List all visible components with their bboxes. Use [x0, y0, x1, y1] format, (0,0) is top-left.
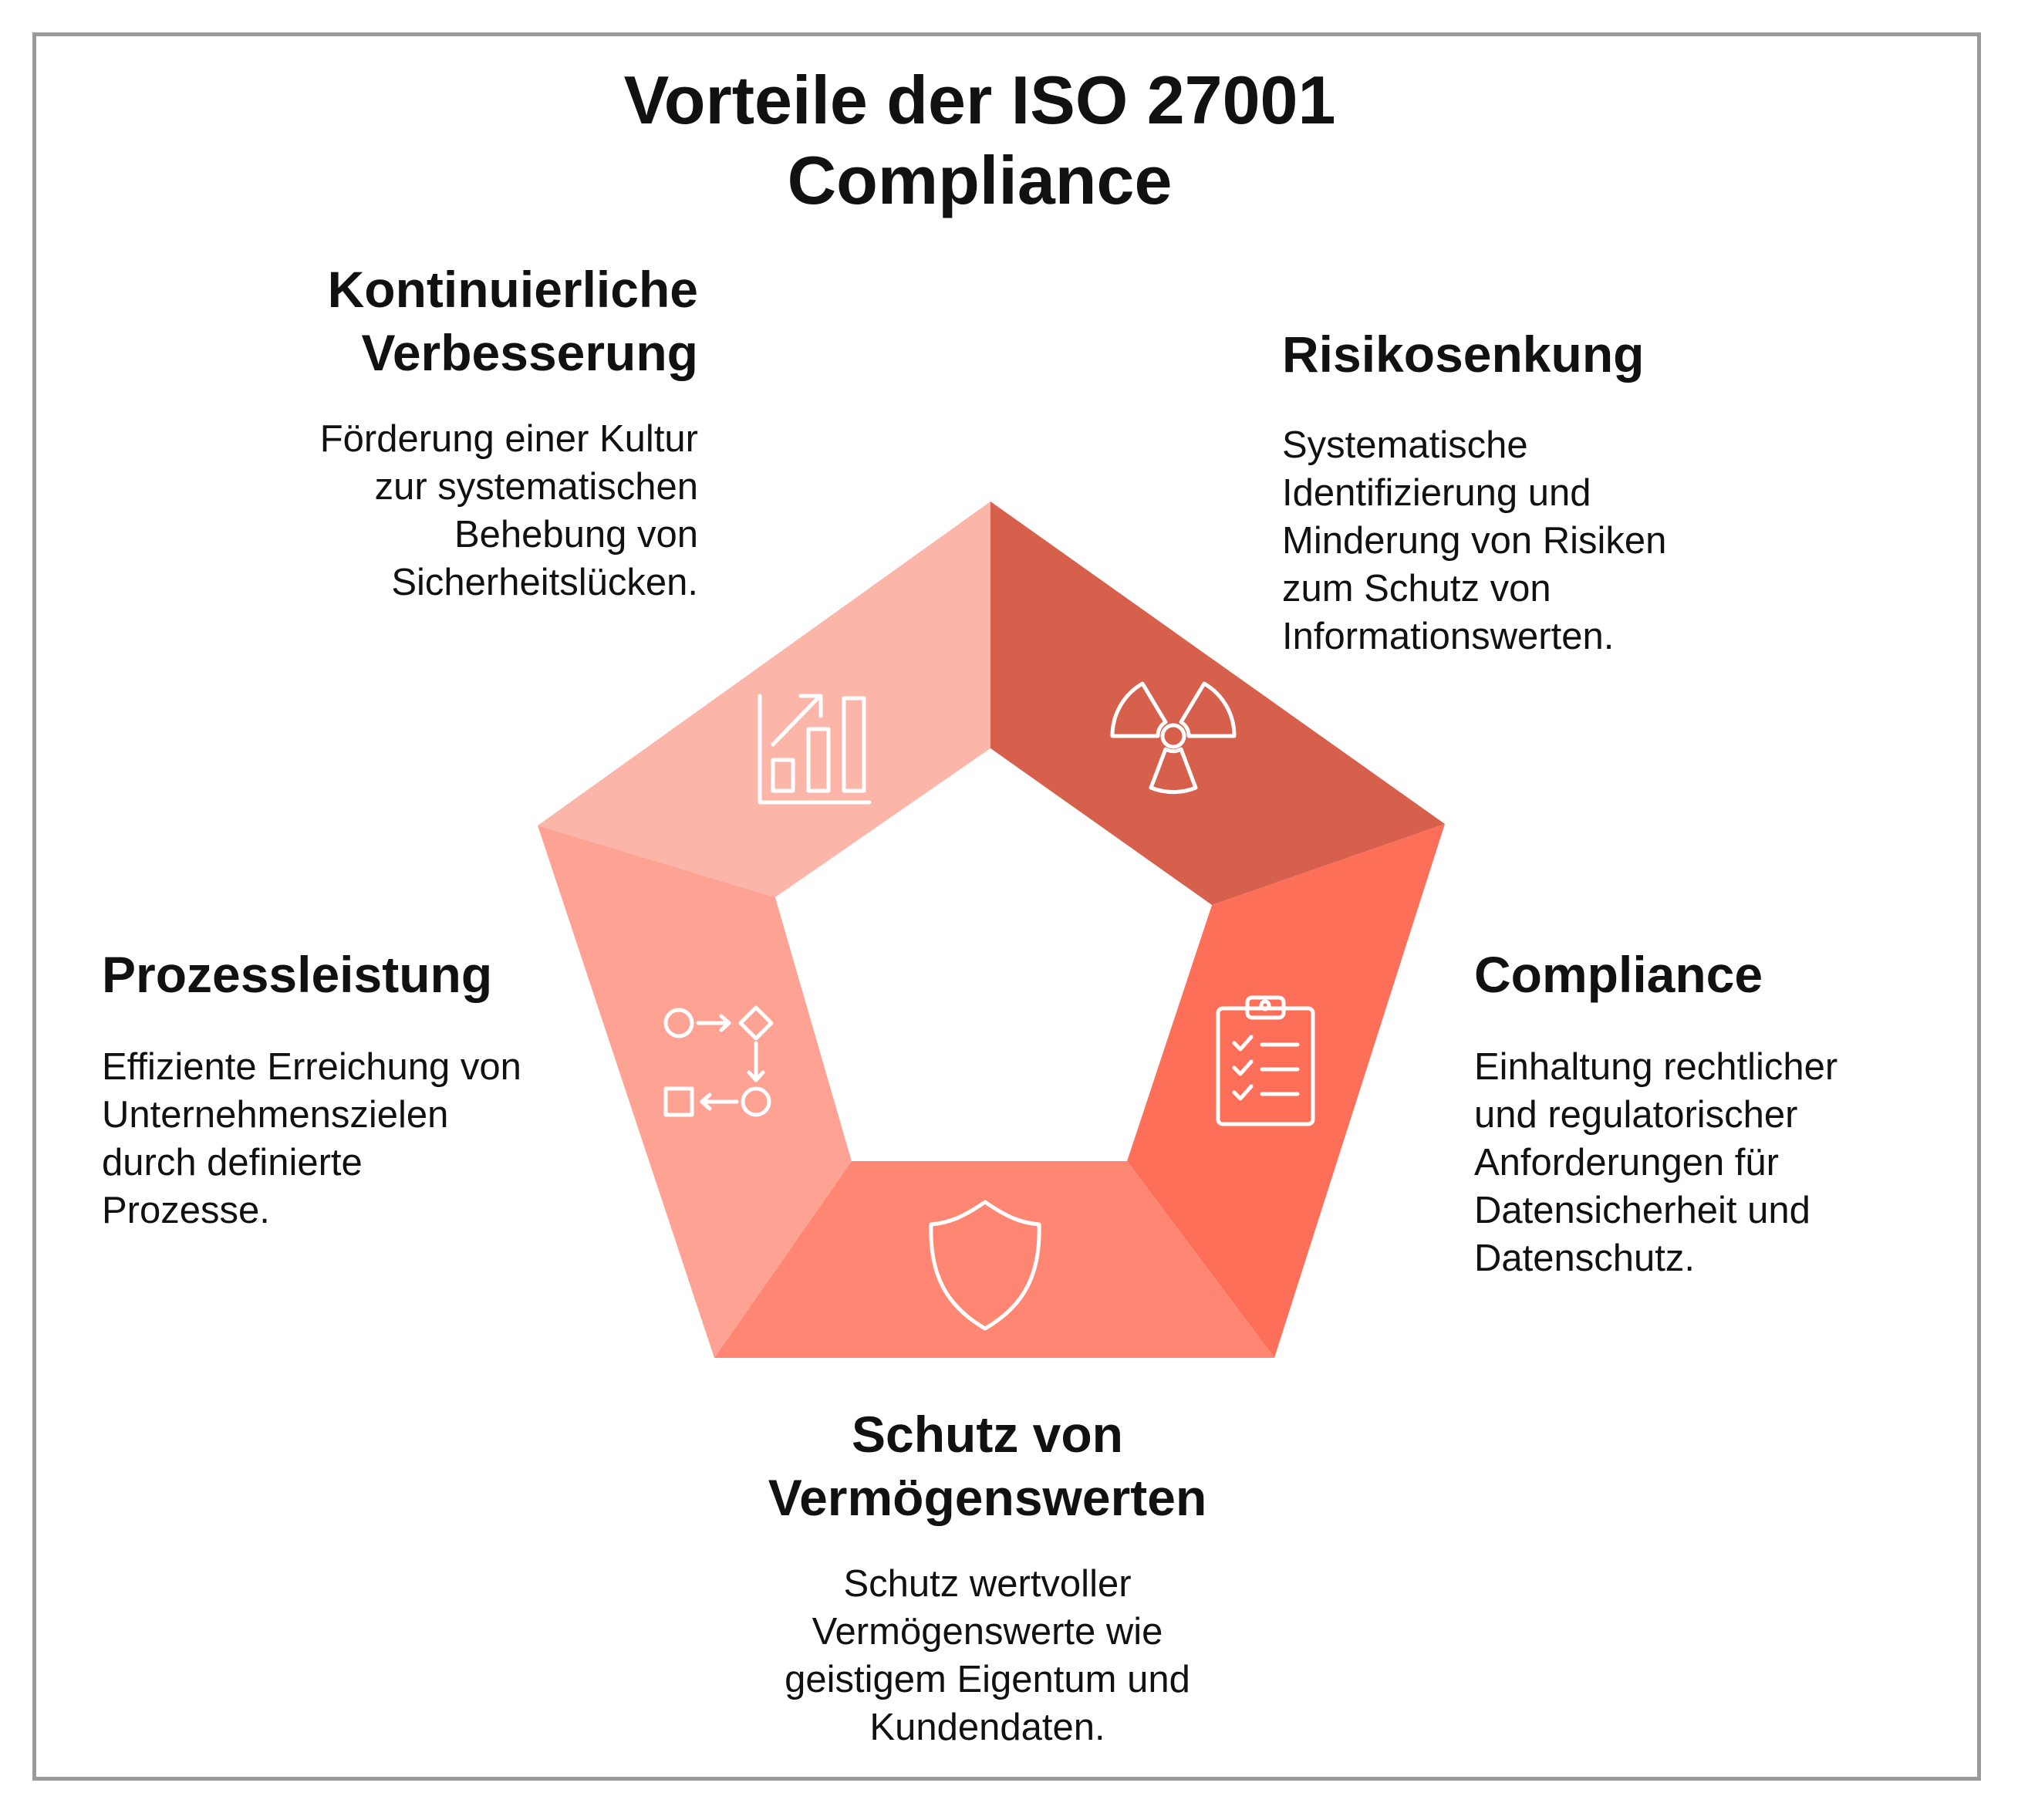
segment-compliance: [1127, 824, 1445, 1358]
heading-schutz-von-vermoegenswerten: Schutz von Vermögenswerten: [768, 1406, 1207, 1526]
shield-icon: [929, 1200, 1041, 1331]
segment-prozessleistung: [538, 826, 852, 1358]
description-prozessleistung: Effiziente Erreichung von Unternehmenszi…: [102, 1046, 521, 1231]
description-compliance: Einhaltung rechtlicher und regulatorisch…: [1474, 1046, 1838, 1279]
title-line-1: Vorteile der ISO 27001: [623, 62, 1336, 138]
growth-chart-icon: [758, 694, 872, 805]
description-kontinuierliche-verbesserung: Förderung einer Kultur zur systematische…: [319, 418, 698, 603]
description-schutz-von-vermoegenswerten: Schutz wertvoller Vermögenswerte wie gei…: [785, 1563, 1190, 1748]
block-prozessleistung: Prozessleistung Effiziente Erreichung vo…: [102, 943, 596, 1234]
description-risikosenkung: Systematische Identifizierung und Minder…: [1282, 424, 1667, 657]
heading-compliance: Compliance: [1474, 946, 1763, 1003]
diagram-title: Vorteile der ISO 27001 Compliance: [0, 60, 1959, 221]
heading-prozessleistung: Prozessleistung: [102, 946, 493, 1003]
heading-kontinuierliche-verbesserung: Kontinuierliche Verbesserung: [327, 261, 698, 381]
block-schutz-von-vermoegenswerten: Schutz von Vermögenswerten Schutz wertvo…: [679, 1403, 1296, 1751]
segment-kontinuierliche-verbesserung: [538, 501, 990, 897]
radiation-icon: [1110, 681, 1237, 795]
clipboard-checklist-icon: [1216, 995, 1315, 1126]
block-risikosenkung: Risikosenkung Systematische Identifizier…: [1282, 322, 1760, 660]
block-compliance: Compliance Einhaltung rechtlicher und re…: [1474, 943, 1952, 1282]
block-kontinuierliche-verbesserung: Kontinuierliche Verbesserung Förderung e…: [262, 258, 698, 606]
process-flow-icon: [663, 1005, 774, 1117]
heading-risikosenkung: Risikosenkung: [1282, 326, 1645, 383]
center-pentagon: [775, 748, 1212, 1161]
segment-schutz-von-vermoegenswerten: [714, 1161, 1274, 1358]
title-line-2: Compliance: [787, 142, 1173, 218]
segment-risikosenkung: [990, 501, 1445, 905]
